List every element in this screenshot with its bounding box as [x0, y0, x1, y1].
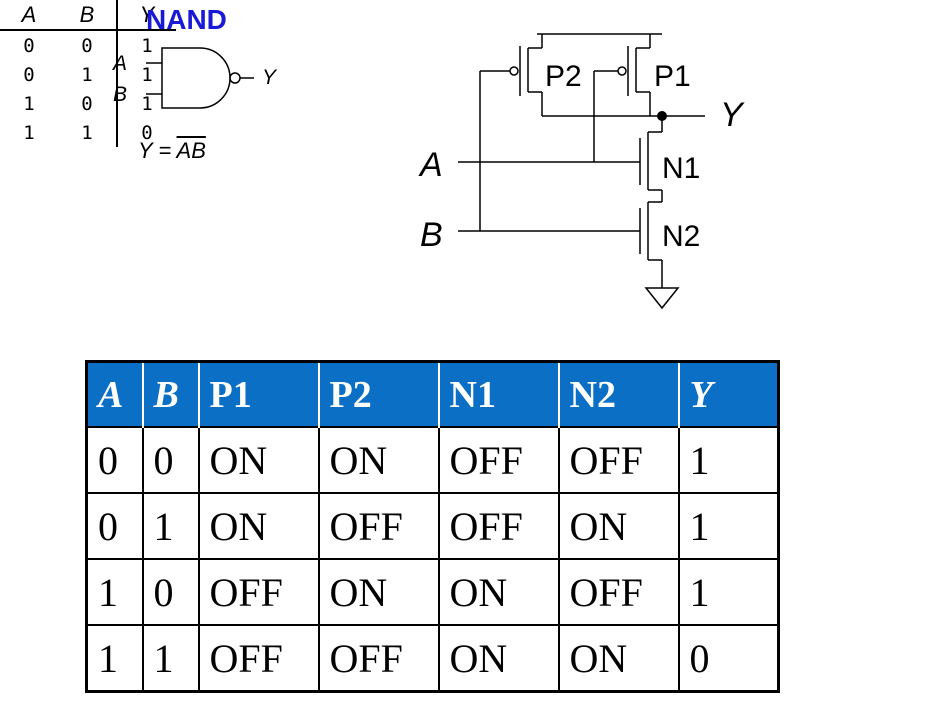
- boolean-equation: Y = AB: [138, 138, 206, 164]
- state-cell: 0: [85, 492, 144, 560]
- state-cell: ON: [317, 426, 440, 494]
- truth-cell: 1: [23, 121, 35, 144]
- state-cell: ON: [317, 558, 440, 626]
- state-cell: 1: [85, 558, 144, 626]
- truth-table-header: A B Y: [0, 0, 176, 31]
- table-row: 1 1 0: [0, 118, 176, 147]
- transistor-label-p2: P2: [545, 60, 582, 93]
- gate-label-y: Y: [262, 66, 277, 89]
- gate-body: [161, 47, 231, 109]
- truth-cell: 0: [81, 92, 93, 115]
- transistor-label-n2: N2: [662, 220, 700, 253]
- state-cell: ON: [557, 492, 680, 560]
- state-cell: 1: [85, 624, 144, 693]
- state-cell: OFF: [557, 426, 680, 494]
- equation-prefix: Y =: [138, 138, 177, 163]
- transistor-label-n1: N1: [662, 152, 700, 185]
- truth-header-a: A: [0, 0, 58, 31]
- truth-cell: 1: [81, 63, 93, 86]
- state-header-n1: N1: [438, 361, 560, 427]
- gate-inverter-bubble: [229, 72, 241, 84]
- truth-cell: 0: [116, 118, 176, 147]
- truth-cell: 1: [116, 60, 176, 89]
- nand-gate-symbol: [146, 47, 254, 109]
- state-cell: 0: [85, 426, 144, 494]
- truth-cell: 1: [81, 121, 93, 144]
- circuit-input-a-label: A: [418, 146, 443, 184]
- state-header-p2: P2: [318, 361, 440, 427]
- state-cell: OFF: [317, 624, 440, 693]
- table-row: 1 0 OFF ON ON OFF 1: [85, 558, 780, 626]
- state-cell: OFF: [437, 426, 560, 494]
- output-node-dot: [657, 111, 667, 121]
- truth-cell: 0: [23, 63, 35, 86]
- truth-header-b: B: [58, 0, 117, 31]
- truth-cell: 1: [23, 92, 35, 115]
- truth-cell: 0: [81, 34, 93, 57]
- state-cell: ON: [197, 426, 320, 494]
- state-header-n2: N2: [558, 361, 680, 427]
- state-header-a: A: [86, 361, 144, 427]
- state-cell: 0: [141, 558, 200, 626]
- state-table-header: A B P1 P2 N1 N2 Y: [86, 361, 779, 427]
- state-cell: ON: [197, 492, 320, 560]
- state-cell: ON: [437, 558, 560, 626]
- state-cell: 0: [677, 624, 780, 693]
- state-cell: OFF: [197, 624, 320, 693]
- state-cell: 1: [677, 426, 780, 494]
- transistor-label-p1: P1: [654, 60, 691, 93]
- state-header-b: B: [142, 361, 200, 427]
- state-cell: ON: [557, 624, 680, 693]
- state-header-p1: P1: [198, 361, 320, 427]
- table-row: 0 0 ON ON OFF OFF 1: [85, 426, 780, 494]
- state-cell: OFF: [557, 558, 680, 626]
- gate-title: NAND: [146, 4, 227, 35]
- truth-cell: 1: [116, 30, 176, 60]
- state-cell: OFF: [197, 558, 320, 626]
- state-cell: 0: [141, 426, 200, 494]
- state-cell: 1: [677, 492, 780, 560]
- circuit-input-b-label: B: [420, 216, 443, 254]
- p1-gate-bubble: [617, 66, 627, 76]
- state-cell: OFF: [437, 492, 560, 560]
- table-row: 0 0 1: [0, 30, 176, 60]
- equation-overbar-term: AB: [176, 138, 206, 163]
- gate-truth-table: A B Y 0 0 1 0 1 1 1 0 1 1 1 0: [0, 0, 176, 147]
- circuit-output-label: Y: [720, 96, 745, 134]
- state-cell: 1: [141, 492, 200, 560]
- truth-header-y: Y: [116, 0, 176, 31]
- cmos-nand-circuit: P2 P1 N1 N2 Y A B: [418, 33, 745, 310]
- ground-symbol: [644, 287, 680, 310]
- gate-label-a: A: [113, 52, 128, 75]
- p2-gate-bubble: [509, 66, 519, 76]
- table-row: 1 1 OFF OFF ON ON 0: [85, 624, 780, 693]
- table-row: 0 1 ON OFF OFF ON 1: [85, 492, 780, 560]
- state-cell: 1: [677, 558, 780, 626]
- state-cell: ON: [437, 624, 560, 693]
- truth-cell: 0: [23, 34, 35, 57]
- transistor-state-table: A B P1 P2 N1 N2 Y 0 0 ON ON OFF OFF 1 0 …: [85, 360, 780, 693]
- state-cell: 1: [141, 624, 200, 693]
- table-row: 0 1 1: [0, 60, 176, 89]
- gate-label-b: B: [113, 83, 128, 106]
- state-header-y: Y: [678, 361, 779, 427]
- state-cell: OFF: [317, 492, 440, 560]
